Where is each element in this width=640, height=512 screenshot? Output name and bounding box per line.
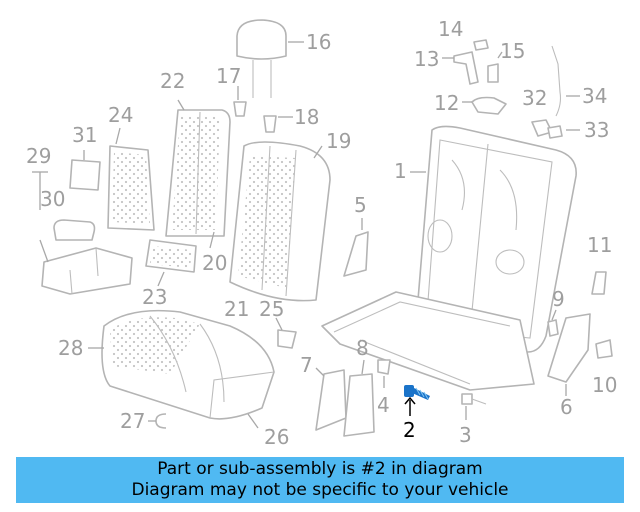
callout-34: 34 <box>582 84 607 108</box>
part-29-armrest <box>32 171 133 295</box>
callout-6: 6 <box>560 395 573 419</box>
part-3-bolt <box>461 393 487 420</box>
callout-12: 12 <box>434 91 459 115</box>
part-22-back-panel <box>165 99 231 237</box>
callout-20: 20 <box>202 251 227 275</box>
banner-line-2: Diagram may not be specific to your vehi… <box>131 480 509 500</box>
callout-14: 14 <box>438 17 463 41</box>
callout-3: 3 <box>459 423 472 447</box>
part-24-pad <box>107 127 155 231</box>
part-19-21-backrest <box>229 141 331 302</box>
callout-2: 2 <box>403 418 416 442</box>
callout-1: 1 <box>394 159 407 183</box>
callout-32: 32 <box>522 86 547 110</box>
part-17-guide <box>233 86 247 117</box>
callout-33: 33 <box>584 118 609 142</box>
callout-16: 16 <box>306 30 331 54</box>
part-32-33 <box>531 119 580 139</box>
callout-7: 7 <box>300 353 313 377</box>
part-6-side-cover <box>547 313 591 396</box>
callout-26: 26 <box>264 425 289 449</box>
callout-17: 17 <box>216 64 241 88</box>
part-14 <box>473 39 489 51</box>
callout-5: 5 <box>354 193 367 217</box>
part-2-bolt-highlighted <box>404 385 430 416</box>
callout-25: 25 <box>259 297 284 321</box>
callout-labels: 1 2 3 4 5 6 7 8 9 10 11 12 13 14 15 16 1… <box>26 17 617 449</box>
part-26-28-seat-cushion <box>88 309 275 429</box>
callout-10: 10 <box>592 373 617 397</box>
part-4 <box>377 359 391 388</box>
parts-diagram: 1 2 3 4 5 6 7 8 9 10 11 12 13 14 15 16 1… <box>26 17 617 449</box>
part-12 <box>462 96 507 115</box>
callout-4: 4 <box>377 393 390 417</box>
part-18-guide <box>263 115 293 133</box>
part-1-seat-frame <box>321 125 577 391</box>
part-16-headrest <box>236 19 304 98</box>
callout-9: 9 <box>552 287 565 311</box>
callout-19: 19 <box>326 129 351 153</box>
callout-31: 31 <box>72 123 97 147</box>
callout-11: 11 <box>587 233 612 257</box>
callout-23: 23 <box>142 285 167 309</box>
part-15 <box>487 51 503 83</box>
part-5 <box>343 218 369 277</box>
part-31-plate <box>69 150 101 191</box>
part-9 <box>547 309 559 337</box>
part-30 <box>53 219 96 241</box>
callout-22: 22 <box>160 69 185 93</box>
part-11 <box>591 271 607 295</box>
part-25 <box>275 317 297 349</box>
info-banner: Part or sub-assembly is #2 in diagram Di… <box>16 457 624 503</box>
callout-18: 18 <box>294 105 319 129</box>
part-8 <box>343 359 375 437</box>
banner-line-1: Part or sub-assembly is #2 in diagram <box>157 459 483 479</box>
callout-15: 15 <box>500 39 525 63</box>
callout-13: 13 <box>414 47 439 71</box>
callout-24: 24 <box>108 103 133 127</box>
part-10 <box>595 339 613 359</box>
part-20 <box>209 231 215 249</box>
part-34-cable <box>551 45 580 117</box>
callout-21: 21 <box>224 297 249 321</box>
callout-30: 30 <box>40 187 65 211</box>
part-7 <box>315 367 347 431</box>
callout-28: 28 <box>58 336 83 360</box>
part-23 <box>145 239 197 287</box>
callout-27: 27 <box>120 409 145 433</box>
callout-8: 8 <box>356 336 369 360</box>
part-27-clip <box>148 413 167 429</box>
part-13 <box>442 51 479 85</box>
callout-29: 29 <box>26 144 51 168</box>
